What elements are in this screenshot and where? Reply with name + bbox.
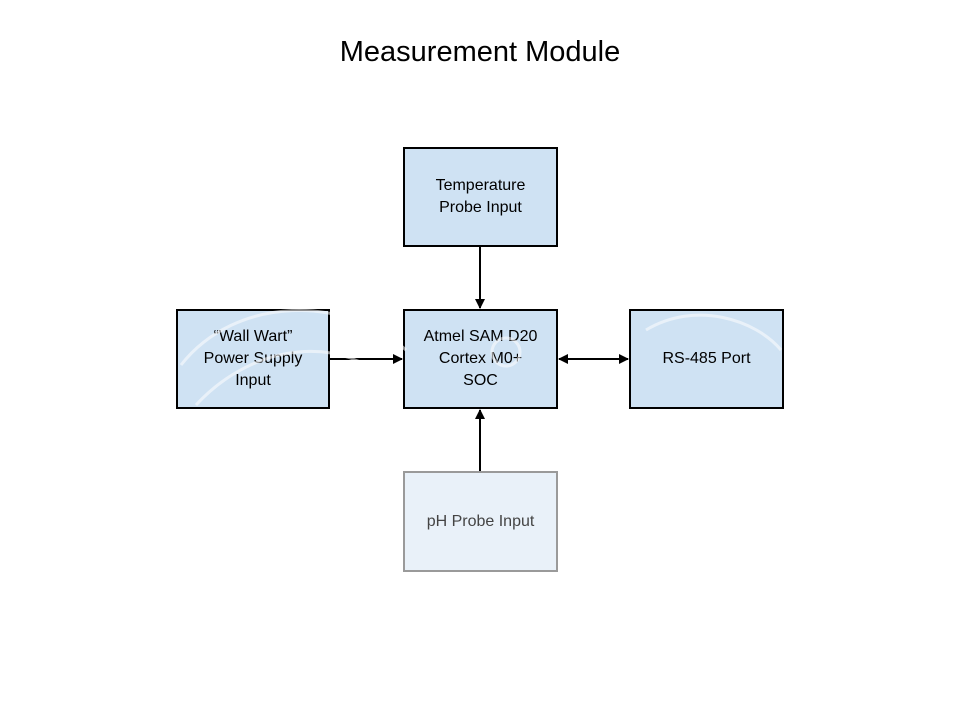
power-supply-block: “Wall Wart” Power Supply Input [176,309,330,409]
ph-probe-label: pH Probe Input [426,512,535,530]
soc-block: Atmel SAM D20 Cortex M0+ SOC [403,309,558,409]
rs485-port-block: RS-485 Port [629,309,784,409]
ph-probe-block: pH Probe Input [403,471,558,572]
diagram-title: Measurement Module [339,36,621,68]
temperature-probe-label: Temperature Probe Input [435,177,526,216]
soc-label: Atmel SAM D20 Cortex M0+ SOC [423,328,538,389]
rs485-port-label: RS-485 Port [662,350,751,367]
temperature-probe-block: Temperature Probe Input [403,147,558,247]
power-supply-label: “Wall Wart” Power Supply Input [203,328,303,389]
